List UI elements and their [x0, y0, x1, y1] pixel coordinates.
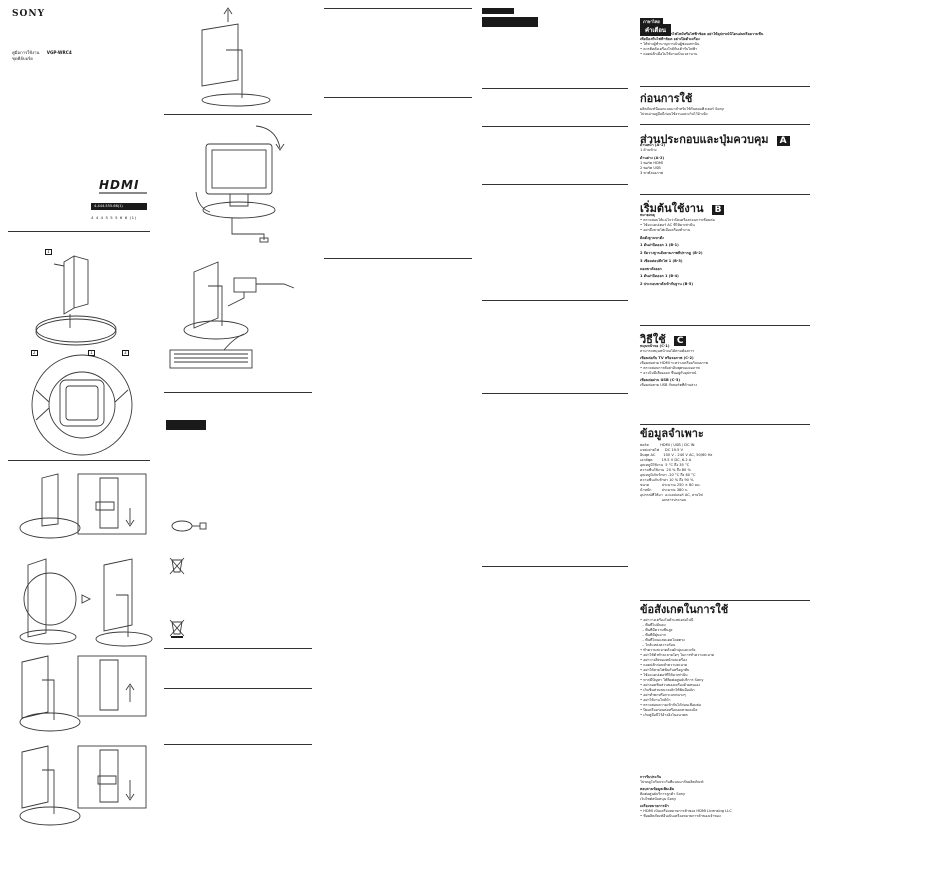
rule-specs	[640, 424, 810, 425]
getting-started-text: หมายเหตุ • ตรวจสอบให้แน่ใจว่าปิดเครื่องก…	[640, 213, 715, 286]
parts-list: ด้านหน้า (A-1) 1 ด้านข้าง ด้านล่าง (A-2)…	[640, 143, 665, 175]
callout-1: 1	[88, 350, 95, 356]
thai-column: ภาษาไทย คำเตือน เพื่อลดความเสี่ยงจากไฟไห…	[638, 0, 944, 893]
weee-bin-icon-2	[169, 619, 185, 638]
rule-how-to-use	[640, 325, 810, 326]
c4-heading-bar-1	[482, 8, 514, 14]
blank-column-4	[478, 0, 630, 893]
callout-2: 2	[31, 350, 38, 356]
c4-rule-4	[482, 300, 628, 301]
assembly-step-4-illustration	[19, 745, 147, 826]
hdmi-tagline	[99, 192, 147, 194]
weee-bin-icon-1	[169, 557, 185, 575]
c4-rule-6	[482, 566, 628, 567]
illustration-divider-1	[164, 114, 312, 115]
sony-logo: SONY	[12, 9, 45, 19]
c4-rule-3	[482, 184, 628, 185]
getting-started-heading: เริ่มต้นใช้งาน B	[640, 197, 725, 216]
illustration-column: หมายเหตุ	[158, 0, 318, 893]
callout-1-top: 1	[45, 249, 52, 255]
rule-getting-started	[640, 194, 810, 195]
warning-heading: คำเตือน	[640, 17, 672, 36]
rule-before-use	[640, 86, 810, 87]
assembly-step-1-illustration	[19, 473, 147, 539]
assembly-step-3-illustration	[19, 655, 147, 732]
before-use-heading: ก่อนการใช้	[640, 92, 693, 105]
warning-text: เพื่อลดความเสี่ยงจากไฟไหม้หรือไฟฟ้าช็อต …	[640, 32, 764, 56]
symbols-divider-1	[164, 648, 312, 649]
figure-divider	[8, 460, 150, 461]
cover-title: คู่มือการใช้งาน VGP-WRC4 ชุดคีย์บอร์ด	[12, 50, 72, 61]
cover-column: SONY คู่มือการใช้งาน VGP-WRC4 ชุดคีย์บอร…	[0, 0, 158, 893]
precautions-text: • อย่าวางเครื่องในตำแหน่งต่อไปนี้ – พื้น…	[640, 618, 715, 717]
c4-rule-2	[482, 126, 628, 127]
assembly-step-2-illustration	[19, 558, 153, 647]
hdmi-logo: HDMI	[99, 178, 140, 192]
precautions-heading: ข้อสังเกตในการใช้	[640, 603, 729, 616]
illustration-divider-2	[164, 392, 312, 393]
rule-parts	[640, 124, 810, 125]
symbols-divider-3	[164, 744, 312, 745]
blank-column-3	[318, 0, 478, 893]
monitor-rotate-illustration	[195, 125, 285, 243]
c3-rule-3	[324, 258, 472, 259]
notes-heading-bar	[166, 420, 206, 430]
callout-3: 3	[122, 350, 129, 356]
before-use-text: ผลิตภัณฑ์นี้ออกแบบมาสำหรับใช้กับคอมพิวเต…	[640, 107, 724, 116]
power-cord-icon	[171, 520, 207, 532]
cover-divider	[8, 231, 150, 232]
c3-rule-1	[324, 8, 472, 9]
thai-tab: ภาษาไทย	[640, 8, 663, 27]
stand-side-illustration	[35, 255, 117, 346]
rule-precautions	[640, 600, 810, 601]
parts-heading: ส่วนประกอบและปุ่มควบคุม A	[640, 128, 790, 147]
specs-heading: ข้อมูลจำเพาะ	[640, 427, 704, 440]
c4-heading-bar-2	[482, 17, 538, 27]
keyboard-connection-illustration	[169, 261, 295, 369]
specs-table: พอร์ต HDMI / USB / DC IN แหล่งจ่ายไฟ DC …	[640, 443, 713, 502]
monitor-raise-illustration	[201, 7, 271, 107]
ring-front-illustration	[31, 354, 133, 456]
warranty-text: การรับประกัน โปรดดูใบรับประกันที่แนบมากั…	[640, 775, 732, 818]
c4-rule-1	[482, 88, 628, 89]
c4-rule-5	[482, 393, 628, 394]
how-to-use-text: หมุนหน้าจอ (C-1) สามารถหมุนหน้าจอได้ตามต…	[640, 344, 708, 387]
how-to-use-heading: วิธีใช้ C	[640, 328, 687, 347]
symbols-divider-2	[164, 688, 312, 689]
c3-rule-2	[324, 97, 472, 98]
product-code-bar: 4-444-555-66(1)	[91, 203, 147, 210]
product-code-text: 4 4 4 5 5 5 6 6 (1)	[91, 215, 137, 220]
